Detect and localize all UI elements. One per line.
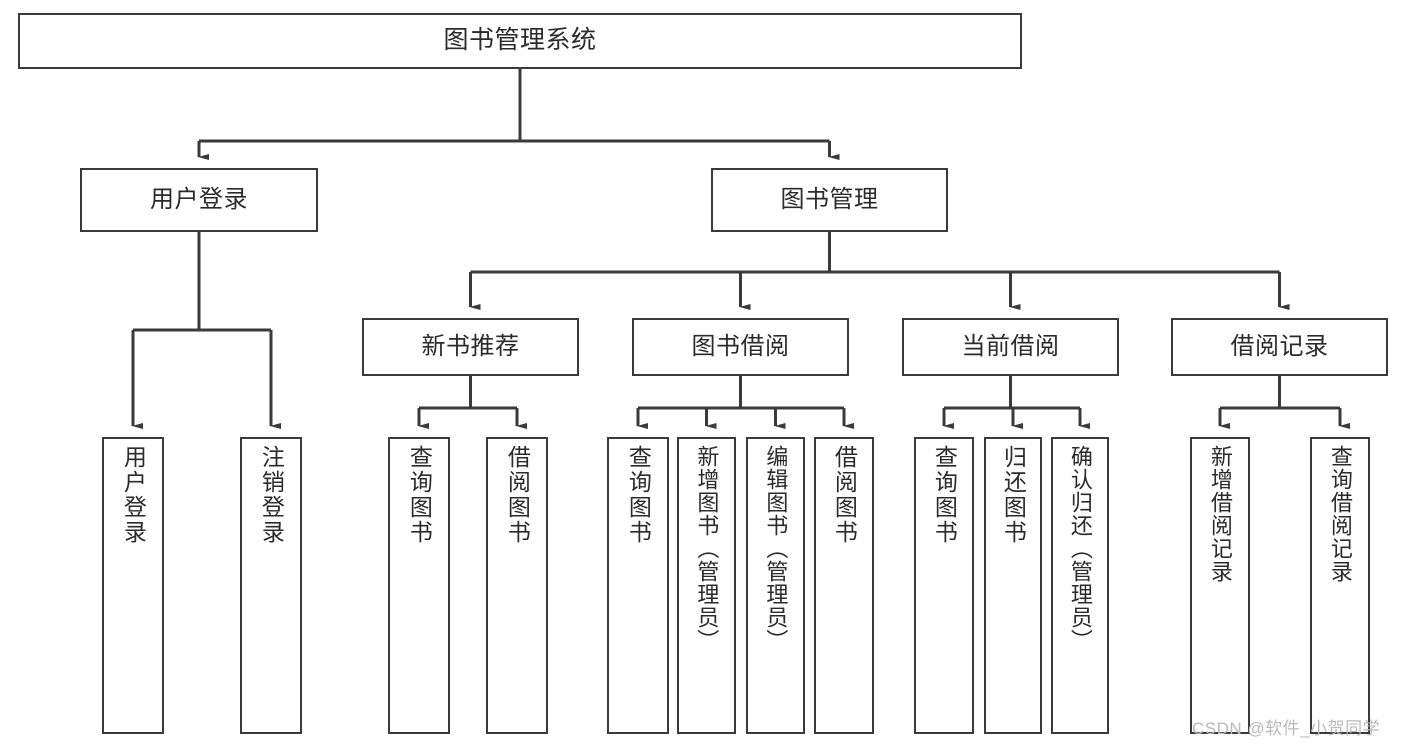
node-label: 用户登录 [150, 185, 248, 213]
node-leaf-add-book[interactable]: 新增图书（管理员） [677, 437, 736, 734]
node-label: 编辑图书（管理员） [763, 445, 789, 652]
node-borrow-record[interactable]: 借阅记录 [1171, 318, 1388, 376]
node-label: 图书管理 [780, 185, 879, 213]
node-label: 当前借阅 [961, 332, 1060, 360]
node-root[interactable]: 图书管理系统 [18, 13, 1022, 69]
node-leaf-return-book[interactable]: 归还图书 [984, 437, 1042, 734]
node-leaf-query-book-2[interactable]: 查询图书 [607, 437, 669, 734]
node-label: 查询图书 [931, 445, 958, 545]
node-label: 查询图书 [406, 445, 433, 545]
node-leaf-query-book-1[interactable]: 查询图书 [388, 437, 450, 734]
node-leaf-add-record[interactable]: 新增借阅记录 [1190, 437, 1250, 734]
node-leaf-borrow-book-2[interactable]: 借阅图书 [814, 437, 874, 734]
node-label: 图书管理系统 [443, 26, 597, 55]
node-leaf-user-logout[interactable]: 注销登录 [240, 437, 302, 734]
node-leaf-confirm-return[interactable]: 确认归还（管理员） [1051, 437, 1109, 734]
node-leaf-borrow-book-1[interactable]: 借阅图书 [486, 437, 548, 734]
node-label: 确认归还（管理员） [1067, 445, 1093, 652]
node-label: 新书推荐 [421, 332, 520, 360]
node-book-borrow[interactable]: 图书借阅 [632, 318, 849, 376]
node-book-manage[interactable]: 图书管理 [711, 168, 948, 232]
node-leaf-user-login[interactable]: 用户登录 [102, 437, 164, 734]
node-label: 图书借阅 [691, 332, 790, 360]
node-user-login[interactable]: 用户登录 [80, 168, 318, 232]
node-label: 借阅记录 [1230, 332, 1329, 360]
node-new-book-rec[interactable]: 新书推荐 [362, 318, 579, 376]
node-label: 借阅图书 [831, 445, 858, 545]
node-label: 借阅图书 [504, 445, 531, 545]
node-label: 新增图书（管理员） [694, 445, 720, 652]
node-label: 查询借阅记录 [1327, 445, 1353, 583]
node-leaf-query-record[interactable]: 查询借阅记录 [1310, 437, 1370, 734]
node-label: 归还图书 [1000, 445, 1027, 545]
node-label: 注销登录 [258, 445, 285, 545]
node-label: 新增借阅记录 [1207, 445, 1233, 583]
node-label: 用户登录 [120, 445, 147, 545]
node-leaf-query-book-3[interactable]: 查询图书 [914, 437, 974, 734]
node-label: 查询图书 [625, 445, 652, 545]
node-leaf-edit-book[interactable]: 编辑图书（管理员） [746, 437, 805, 734]
watermark-label: CSDN @软件_小贺同学 [1192, 719, 1381, 738]
node-current-borrow[interactable]: 当前借阅 [902, 318, 1119, 376]
